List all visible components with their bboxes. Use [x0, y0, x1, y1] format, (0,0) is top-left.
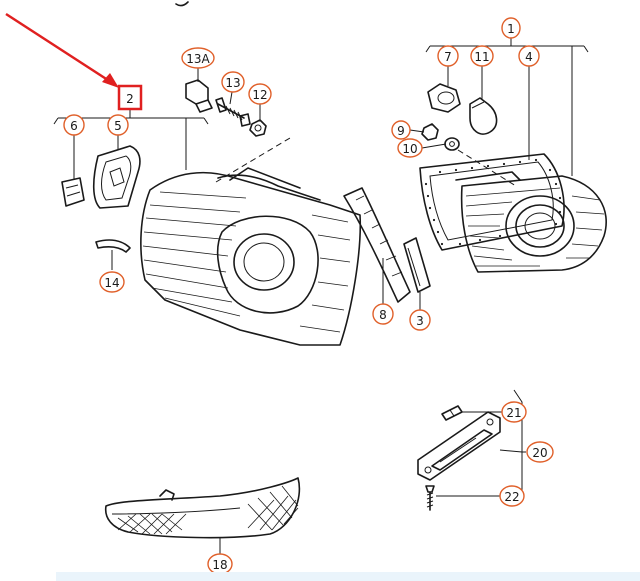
leader-lines: [53, 38, 589, 554]
callout-20: 20: [526, 441, 554, 463]
callout-21: 21: [501, 401, 527, 423]
washer-10: [444, 137, 460, 151]
bulb-21: [441, 405, 463, 421]
screw-22: [425, 485, 435, 511]
bulb-holder-7: [427, 83, 461, 113]
callout-9: 9: [391, 120, 411, 140]
bottom-band: [56, 572, 640, 581]
callout-13a: 13A: [181, 47, 215, 69]
mounting-bracket: [61, 177, 85, 207]
callout-7: 7: [437, 45, 459, 67]
nut-12: [249, 119, 267, 137]
outer-tail-lamp-housing: [140, 167, 362, 346]
callout-2-label: 2: [126, 92, 134, 106]
callout-11: 11: [470, 45, 494, 67]
callout-20-label: 20: [532, 446, 547, 460]
callout-13: 13: [221, 71, 245, 93]
bulb-holder-13a: [185, 79, 213, 113]
license-lamp-housing: [417, 411, 501, 481]
nut-9: [421, 123, 439, 141]
callout-13a-label: 13A: [186, 52, 210, 66]
seal-gasket: [92, 145, 141, 209]
callout-6: 6: [63, 114, 85, 136]
callout-6-label: 6: [70, 119, 78, 133]
callout-11-label: 11: [474, 50, 489, 64]
callout-4-label: 4: [525, 50, 533, 64]
callout-14-label: 14: [104, 276, 119, 290]
callout-21-label: 21: [506, 406, 521, 420]
callout-7-label: 7: [444, 50, 452, 64]
inner-lamp-seal: [419, 153, 565, 251]
callout-8: 8: [372, 303, 394, 325]
assembly-line-right: [457, 149, 517, 187]
callout-5-label: 5: [114, 119, 122, 133]
assembly-line: [215, 137, 291, 183]
reflector-8: [343, 187, 411, 303]
inner-tail-lamp: [455, 171, 607, 273]
callout-4: 4: [518, 45, 540, 67]
callout-9-label: 9: [397, 124, 405, 138]
callout-3: 3: [409, 309, 431, 331]
callout-5: 5: [107, 114, 129, 136]
trim-clip: [95, 239, 131, 253]
callout-12-label: 12: [252, 88, 267, 102]
callout-22-label: 22: [504, 490, 519, 504]
callout-8-label: 8: [379, 308, 387, 322]
callout-12: 12: [248, 83, 272, 105]
callout-18-label: 18: [212, 558, 227, 572]
callout-14: 14: [99, 271, 125, 293]
callout-1: 1: [501, 17, 521, 39]
reflector-3: [403, 237, 431, 293]
callout-3-label: 3: [416, 314, 424, 328]
pointer-arrow: [5, 12, 119, 88]
callout-22: 22: [499, 485, 525, 507]
bulb-11: [469, 97, 498, 135]
callout-1-label: 1: [507, 22, 515, 36]
callout-13-label: 13: [225, 76, 240, 90]
screw-13: [215, 97, 251, 127]
rear-reflector: [104, 477, 301, 539]
callout-2: 2: [117, 84, 143, 111]
callout-10-label: 10: [402, 142, 417, 156]
top-fragment: [175, 1, 189, 7]
callout-10: 10: [397, 138, 423, 158]
callout-18: 18: [207, 553, 233, 575]
